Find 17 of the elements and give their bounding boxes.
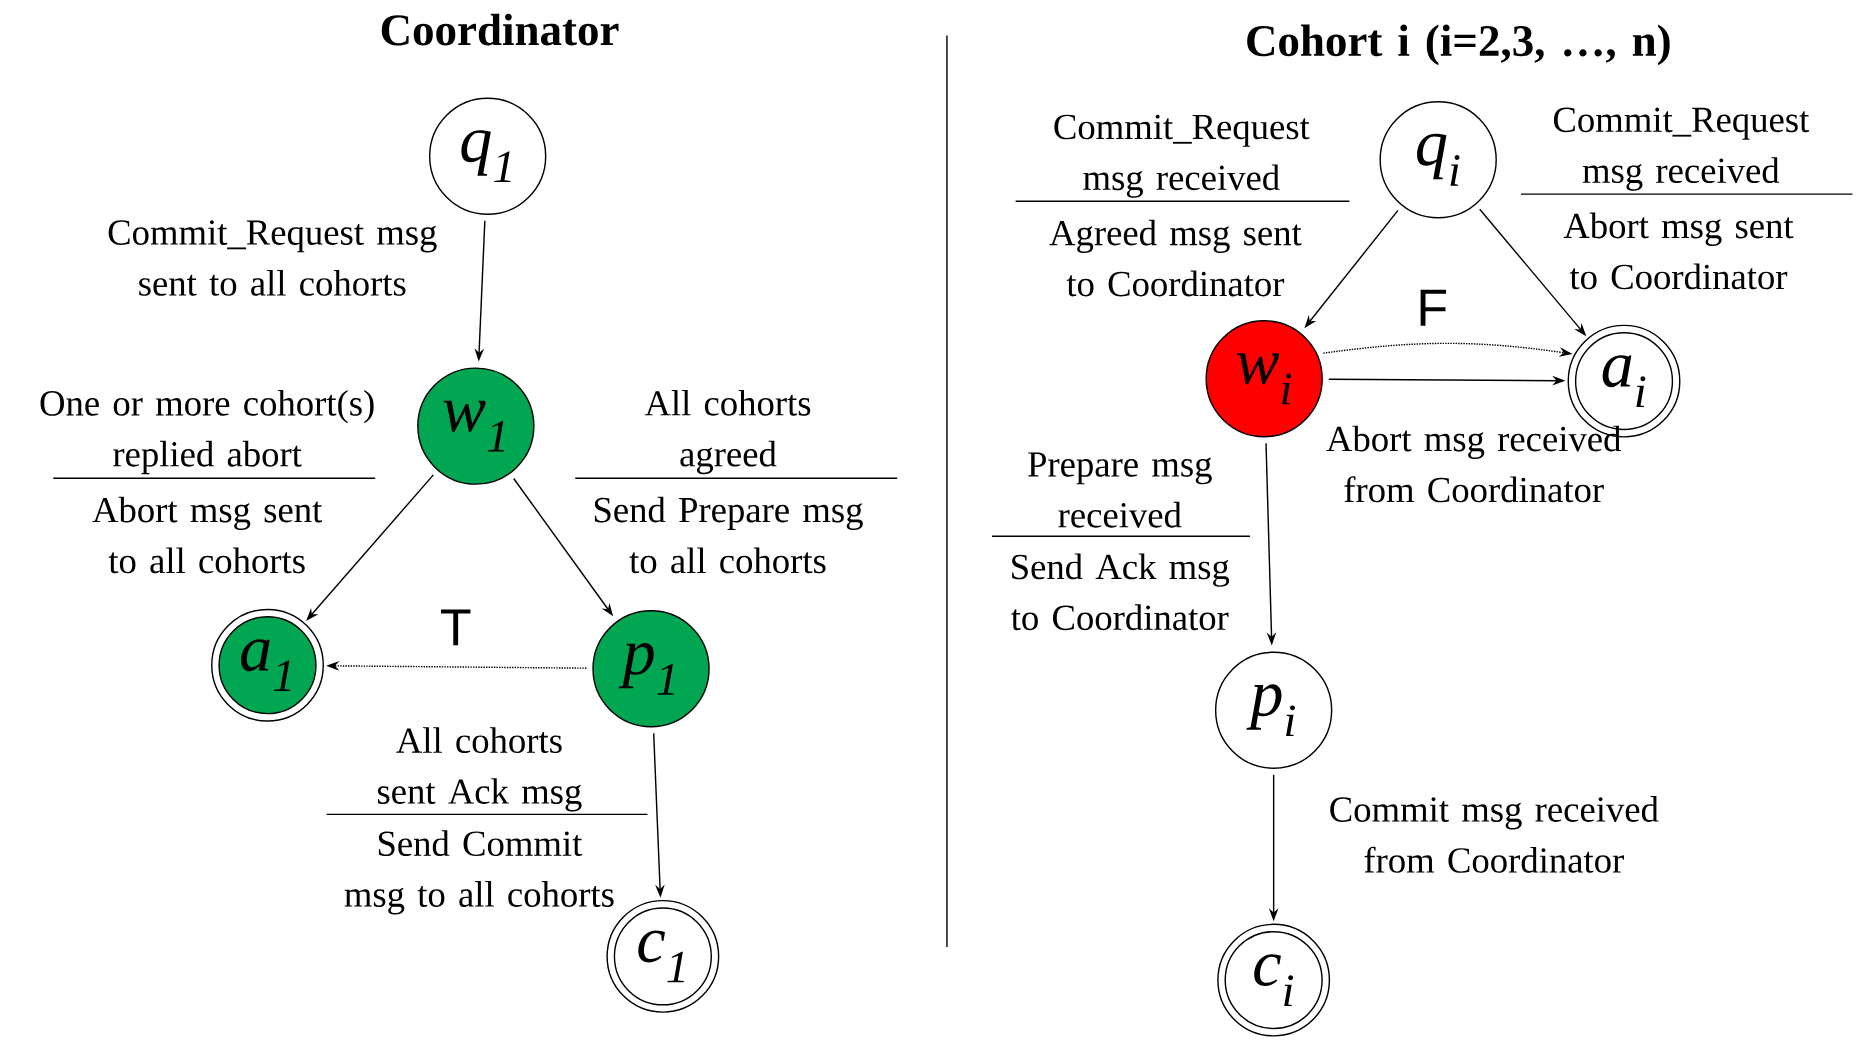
- arrow: [1304, 209, 1399, 328]
- action-label: Abort msg sent to all cohorts: [92, 496, 323, 574]
- edge-label: Commit_Request msg sent to all cohorts: [108, 220, 437, 296]
- edge-label: Commit_Request msg received: [1054, 114, 1310, 198]
- edge-label: Prepare msg received: [1028, 452, 1212, 528]
- action-label: Send Ack msg to Coordinator: [1011, 553, 1230, 630]
- edge-label: All cohorts sent Ack msg: [377, 727, 582, 812]
- edge-label: One or more cohort(s) replied abort: [40, 389, 374, 474]
- edge-label: Commit_Request msg received: [1553, 107, 1810, 191]
- action-label: Abort msg sent to Coordinator: [1563, 212, 1794, 290]
- edge-label: F: [1420, 289, 1447, 326]
- action-label: Send Prepare msg to all cohorts: [594, 496, 863, 574]
- edge-label: Commit msg received from Coordinator: [1330, 795, 1659, 873]
- action-label: Agreed msg sent to Coordinator: [1049, 219, 1302, 297]
- edge-label: T: [441, 609, 471, 646]
- heading: Coordinator: [381, 13, 619, 46]
- edge-label: All cohorts agreed: [644, 389, 811, 474]
